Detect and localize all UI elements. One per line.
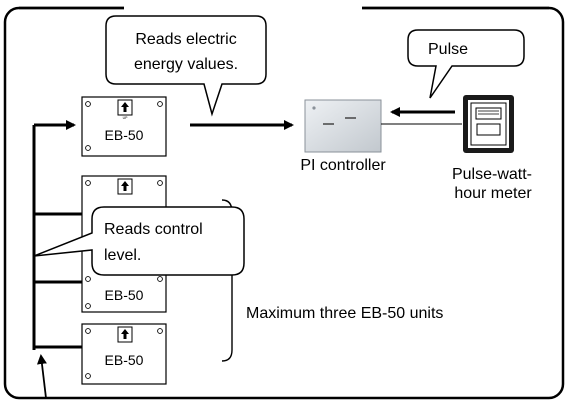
pi-controller-icon	[304, 99, 382, 153]
eb50-label: EB-50	[105, 352, 144, 368]
callout-reads-energy: Reads electric energy values.	[105, 15, 267, 117]
frame-top-gap	[124, 0, 362, 10]
callout-pulse-text: Pulse	[428, 41, 468, 58]
eb50-label: EB-50	[105, 127, 144, 143]
watt-hour-meter-icon	[463, 95, 514, 153]
callout-energy-line2: energy values.	[134, 56, 238, 73]
bus-wiring	[32, 120, 82, 350]
eb50-panel-bottom: EB-50	[81, 323, 167, 385]
group-bracket	[221, 199, 233, 362]
eb50-label: EB-50	[105, 287, 144, 303]
callout-control-line2: level.	[104, 247, 141, 264]
upward-arrow	[36, 354, 47, 399]
callout-energy-line1: Reads electric	[135, 31, 236, 48]
pi-controller-label: PI controller	[300, 157, 386, 174]
eb50-panel-top: UP EB-50	[81, 96, 167, 157]
meter-label-line1: Pulse-watt-	[452, 166, 532, 183]
meter-label-line2: hour meter	[454, 185, 532, 202]
max-units-note: Maximum three EB-50 units	[246, 305, 443, 322]
callout-control-line1: Reads control	[104, 221, 203, 238]
up-mark: UP	[123, 116, 129, 120]
callout-reads-control: Reads control level.	[33, 206, 245, 276]
callout-pulse: Pulse	[407, 29, 525, 99]
